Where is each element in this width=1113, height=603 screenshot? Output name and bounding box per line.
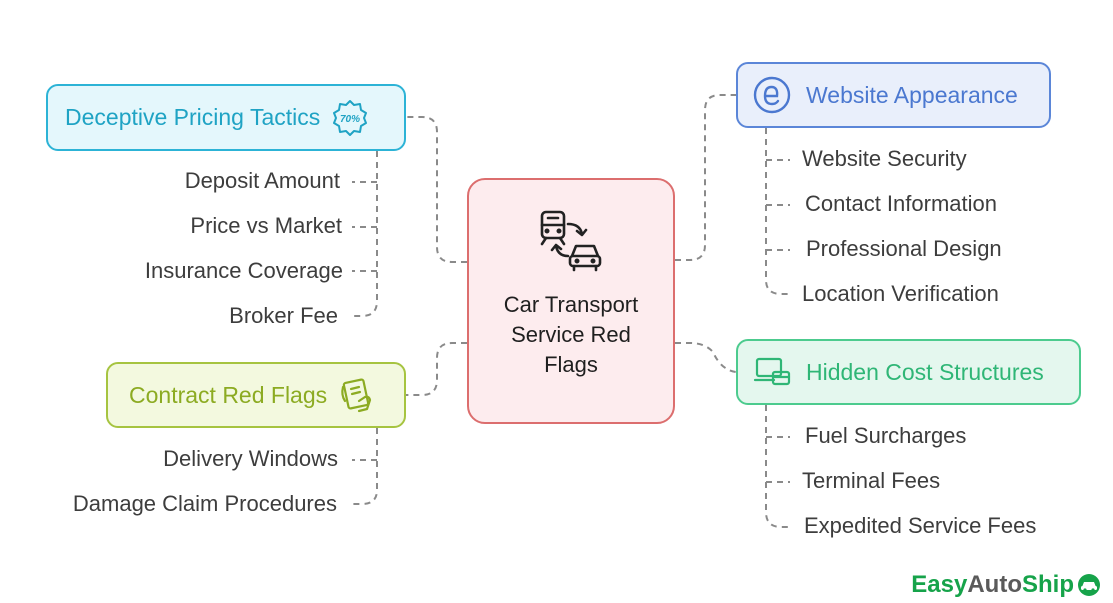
connector-website-trunk	[765, 128, 790, 295]
train-car-transfer-icon	[540, 210, 602, 272]
percent-badge-text: 70%	[340, 114, 360, 125]
leaf-website-security: Website Security	[802, 146, 967, 171]
connector-pricing-trunk	[352, 151, 378, 317]
leaf-insurance-coverage: Insurance Coverage	[144, 258, 343, 283]
leaf-deposit-amount: Deposit Amount	[184, 168, 340, 193]
branch-deceptive-pricing: Deceptive Pricing Tactics 70%	[46, 84, 406, 151]
branch-hidden-cost-structures: Hidden Cost Structures	[736, 339, 1081, 405]
center-node: Car Transport Service Red Flags	[467, 178, 675, 424]
car-logo-icon	[1078, 574, 1100, 596]
brand-word-easy: Easy	[911, 571, 968, 598]
brand-word-auto: Auto	[967, 571, 1022, 598]
leaf-fuel-surcharges: Fuel Surcharges	[805, 423, 967, 448]
laptop-card-icon	[753, 357, 791, 386]
leaf-terminal-fees: Terminal Fees	[802, 468, 941, 493]
leaf-broker-fee: Broker Fee	[229, 303, 338, 328]
leaf-location-verification: Location Verification	[802, 281, 999, 306]
center-title: Car Transport Service Red Flags	[503, 292, 639, 377]
connector-contract-trunk	[352, 428, 378, 505]
branch-website-appearance: Website Appearance	[736, 62, 1051, 128]
leaf-professional-design: Professional Design	[806, 236, 1002, 261]
leaf-price-vs-market: Price vs Market	[190, 213, 342, 238]
percent-badge-icon: 70%	[333, 99, 368, 136]
connector-center-hidden	[675, 342, 737, 373]
leaf-contact-information: Contact Information	[805, 191, 997, 216]
internet-e-icon	[753, 76, 791, 114]
branch-title: Website Appearance	[806, 81, 1018, 108]
branch-contract-red-flags: Contract Red Flags	[106, 362, 406, 428]
branch-title: Deceptive Pricing Tactics	[65, 104, 321, 130]
leaf-expedited-service-fees: Expedited Service Fees	[804, 513, 1037, 538]
branch-title: Hidden Cost Structures	[806, 358, 1044, 385]
connector-center-contract	[406, 342, 467, 396]
connector-hidden-trunk	[765, 405, 790, 528]
leaf-delivery-windows: Delivery Windows	[163, 446, 338, 471]
leaf-damage-claim-procedures: Damage Claim Procedures	[72, 491, 337, 516]
connector-center-website	[675, 94, 736, 261]
contract-hand-icon	[341, 378, 372, 413]
connector-center-pricing	[406, 116, 467, 263]
branch-title: Contract Red Flags	[129, 381, 328, 408]
brand-word-ship: Ship	[1022, 571, 1074, 598]
